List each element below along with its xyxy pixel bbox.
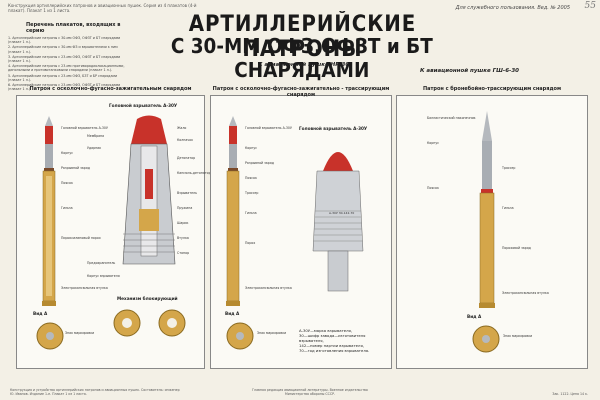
poster-title-line2: С 30-ММ ОФЗ,ОФЗТ и БТ СНАРЯДАМИ bbox=[170, 34, 433, 82]
blocking-mechanism-drawing bbox=[113, 309, 186, 337]
view-a-label: Вид А bbox=[33, 311, 48, 316]
label: Гильза bbox=[502, 206, 514, 210]
label: Пироксилиновый порох bbox=[61, 236, 101, 240]
fuze-external-drawing bbox=[312, 152, 364, 292]
panel-title: Патрон с осколочно-фугасно-зажигательно … bbox=[212, 86, 390, 98]
label: Шарик bbox=[177, 221, 189, 225]
label: Пружина bbox=[177, 206, 193, 210]
label: Взрыватель bbox=[177, 191, 197, 195]
label: Жало bbox=[177, 126, 187, 130]
panel-title: Патрон с осколочно-фугасно-зажигательным… bbox=[29, 86, 192, 92]
label: Головной взрыватель А-30У bbox=[245, 126, 292, 130]
footer-right: Зак. 1122. Цена 14 к. bbox=[552, 392, 588, 396]
label: Корпус bbox=[245, 146, 257, 150]
list-item: 5. Артиллерийские патроны с 23-мм ОФЗ, Б… bbox=[8, 73, 118, 82]
footer-center: Главная редакция авиационной литературы.… bbox=[252, 388, 368, 396]
panel-title: Патрон с бронебойно-трассирующим снарядо… bbox=[422, 86, 562, 92]
label: Электрокапсюльная втулка bbox=[245, 286, 292, 290]
fuze-mark: А-30У 30-142-70 bbox=[329, 211, 355, 215]
panel-ofzt: Патрон с осколочно-фугасно-зажигательно … bbox=[210, 86, 392, 369]
series-list: Перечень плакатов, входящих в серию 1. А… bbox=[8, 22, 128, 92]
base-view-drawing bbox=[36, 322, 64, 350]
label: Колпачок bbox=[177, 138, 194, 142]
label: Разрывной заряд bbox=[61, 166, 90, 170]
label: Капсюль-детонатор bbox=[177, 171, 211, 175]
subtitle-nr30: К авиационной пушке НР-30 bbox=[258, 62, 350, 68]
label: Электрокапсюльная втулка bbox=[502, 291, 549, 295]
label: Разрывной заряд bbox=[245, 161, 274, 165]
fuze-marking-legend: А-30У—марка взрывателя, 30—шифр завода—и… bbox=[299, 328, 391, 353]
label: Поясок bbox=[245, 176, 257, 180]
cartridge-ofzt-drawing bbox=[226, 116, 240, 306]
legend-line: 142—номер партии взрывателя, bbox=[299, 343, 364, 348]
label: Трассер bbox=[502, 166, 516, 170]
label: Корпус bbox=[427, 141, 439, 145]
label: Предохранитель bbox=[87, 261, 116, 265]
list-item: 4. Артиллерийские патроны с 23-мм против… bbox=[8, 64, 125, 73]
label: Поясок bbox=[427, 186, 439, 190]
label: Порох bbox=[245, 241, 256, 245]
list-item: 2. Артиллерийские патроны с 30-мм ФЗ и в… bbox=[8, 45, 118, 54]
label: Мембрана bbox=[87, 134, 105, 138]
legend-line: 30—шифр завода—изготовителя взрывателя, bbox=[299, 333, 366, 343]
list-item: 1. Артиллерийские патроны с 30-мм ОФЗ, О… bbox=[8, 36, 121, 45]
base-view-drawing bbox=[472, 325, 500, 353]
fuze-title: Головной взрыватель А-30У bbox=[109, 103, 178, 108]
list-item: 3. Артиллерийские патроны с 23-мм ОФЗ, О… bbox=[8, 54, 121, 64]
label: Ударник bbox=[87, 146, 102, 150]
poster-title-line1: АРТИЛЛЕРИЙСКИЕ ПАТРОНЫ bbox=[188, 12, 417, 62]
label: Электрокапсюльная втулка bbox=[61, 286, 108, 290]
view-a-label: Вид А bbox=[467, 314, 482, 319]
label: Поясок bbox=[61, 181, 73, 185]
base-view-drawing bbox=[226, 322, 254, 350]
label: Гильза bbox=[245, 211, 257, 215]
fuze-title: Головной взрыватель А-30У bbox=[299, 126, 368, 131]
label: Стопор bbox=[177, 251, 190, 255]
cartridge-bt-drawing bbox=[479, 111, 495, 308]
label: Знак маркировки bbox=[257, 331, 287, 335]
label: Втулка bbox=[177, 236, 189, 240]
label: Корпус взрывателя bbox=[87, 274, 120, 278]
top-note: Конструкция артиллерийских патронов и ав… bbox=[8, 3, 197, 13]
label: Головной взрыватель А-30У bbox=[61, 126, 108, 130]
label: Детонатор bbox=[177, 156, 196, 160]
legend-line: А-30У—марка взрывателя, bbox=[299, 328, 353, 333]
fuze-cutaway-drawing bbox=[122, 115, 176, 265]
classification-note: Для служебного пользования. Вед. № 2005 bbox=[455, 5, 570, 11]
panel-ofz: Патрон с осколочно-фугасно-зажигательным… bbox=[16, 86, 211, 369]
view-a-label: Вид А bbox=[225, 311, 240, 316]
footer-left: Конструкция и устройство артиллерийских … bbox=[10, 388, 180, 396]
series-list-title: Перечень плакатов, входящих в серию bbox=[26, 22, 121, 34]
label: Баллистический наконечник bbox=[427, 116, 476, 120]
mechanism-title: Механизм блокирующий bbox=[117, 296, 178, 301]
subtitle-gsh630: К авиационной пушке ГШ-6-30 bbox=[420, 68, 519, 74]
label: Гильза bbox=[61, 206, 73, 210]
list-item: 6. Артиллерийские патроны с 23-мм ОФЗ, О… bbox=[8, 83, 121, 92]
label: Пороховой заряд bbox=[502, 246, 531, 250]
page-number: 55 bbox=[584, 1, 596, 11]
label: Трассер bbox=[245, 191, 259, 195]
panel-bt: Патрон с бронебойно-трассирующим снарядо… bbox=[396, 86, 588, 369]
label: Знак маркировки bbox=[503, 334, 533, 338]
cartridge-ofz-drawing bbox=[42, 116, 56, 306]
label: Корпус bbox=[61, 151, 73, 155]
legend-line: 70—год изготовления взрывателя. bbox=[299, 348, 370, 353]
label: Знак маркировки bbox=[65, 331, 95, 335]
